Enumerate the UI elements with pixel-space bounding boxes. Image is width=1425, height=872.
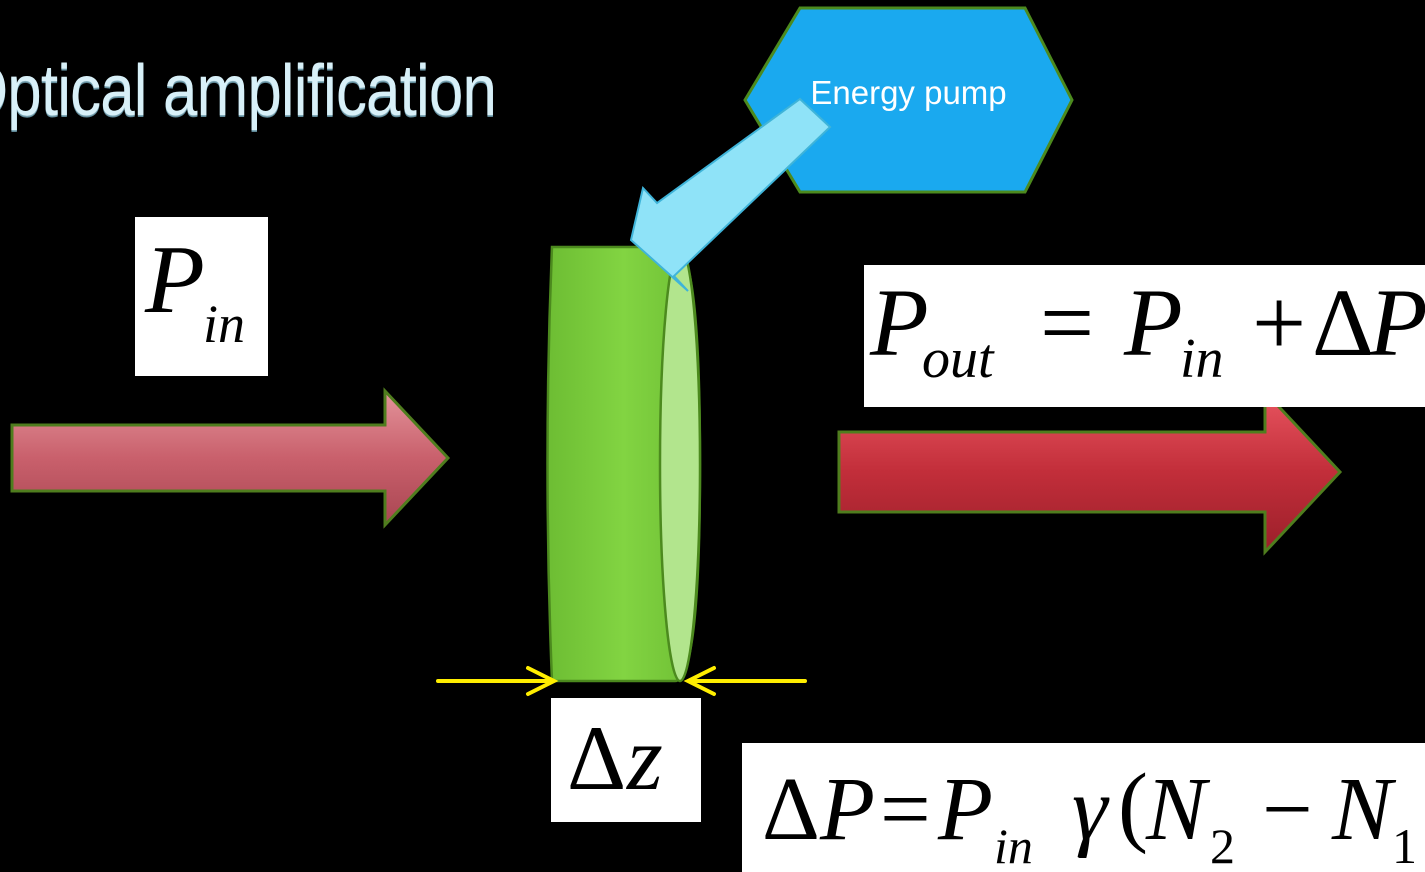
pump-box	[743, 6, 1074, 194]
n1-symbol: N	[1332, 760, 1393, 859]
equals-sign: =	[1040, 269, 1095, 376]
gain-medium-disk	[546, 245, 702, 683]
delta-p-symbol: P	[1369, 269, 1425, 376]
thickness-dimension-arrows	[436, 666, 807, 696]
input-arrow	[10, 387, 451, 529]
input-term-subscript: in	[1180, 328, 1224, 390]
n1-subscript: 1	[1392, 818, 1417, 872]
n2-subscript: 2	[1210, 818, 1235, 872]
open-paren: (	[1118, 756, 1148, 855]
pump-arrow	[629, 97, 832, 292]
input-power-label: P in	[135, 217, 268, 376]
pump-label: Energy pump	[810, 74, 1007, 111]
n2-symbol: N	[1146, 760, 1207, 859]
minus-sign: −	[1262, 760, 1313, 859]
plus-sign: +	[1252, 269, 1307, 376]
output-symbol: P	[870, 269, 929, 376]
page-title: Optical amplification	[0, 51, 497, 131]
input-term-symbol: P	[1124, 269, 1183, 376]
gain-delta: Δ	[762, 760, 820, 859]
input-power-symbol: P	[145, 226, 205, 334]
gamma-symbol: γ	[1072, 760, 1108, 859]
thickness-label: Δ z	[551, 698, 701, 822]
gain-p-symbol: P	[938, 760, 993, 859]
gain-p-subscript: in	[994, 818, 1033, 872]
thickness-delta: Δ	[567, 707, 627, 809]
input-power-subscript: in	[203, 294, 246, 354]
gain-lhs-symbol: P	[820, 760, 875, 859]
gain-equation: Δ P = P in γ ( N 2 − N 1	[742, 743, 1425, 872]
gain-equals: =	[880, 760, 931, 859]
output-arrow	[837, 388, 1343, 556]
thickness-symbol: z	[627, 707, 663, 809]
output-power-equation: P out = P in + Δ P	[864, 265, 1425, 407]
output-subscript: out	[922, 328, 994, 390]
delta-symbol: Δ	[1312, 269, 1374, 376]
